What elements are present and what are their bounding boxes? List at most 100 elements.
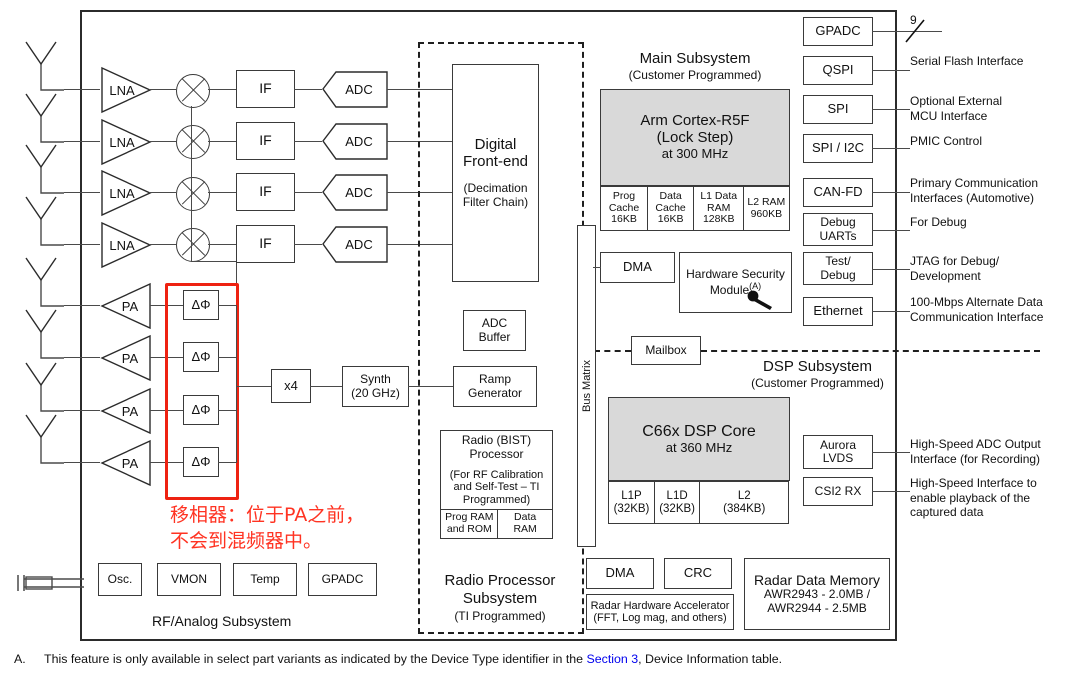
wire-peripheral-qspi (872, 70, 910, 72)
mem-line3: 16KB (611, 213, 637, 226)
adc-buffer-line2: Buffer (478, 329, 511, 344)
peripheral-desc-ethernet: 100-Mbps Alternate Data Communication In… (910, 295, 1043, 324)
r5f-mem-l1-data-ram: L1 Data RAM 128KB (693, 186, 745, 231)
bist-mem-line2: RAM (513, 523, 537, 535)
wire-busmatrix-dma (593, 267, 601, 269)
bist-mem-line2: and ROM (446, 523, 492, 535)
peripheral-desc-test-debug: JTAG for Debug/ Development (910, 254, 999, 283)
bus-width-label-9: 9 (910, 13, 917, 27)
footnote-link[interactable]: Section 3 (586, 652, 639, 666)
r5f-memory-row: Prog Cache 16KB Data Cache 16KB L1 Data … (600, 186, 790, 231)
if-label: IF (259, 235, 272, 252)
wire-peripheral-test-debug (872, 269, 910, 271)
digital-front-end-block: Digital Front-end (Decimation Filter Cha… (452, 64, 539, 282)
dsp-core-line2: at 360 MHz (665, 439, 733, 455)
phase-shifter-4: ΔΦ (183, 447, 219, 477)
mem-line1: L1D (666, 489, 688, 502)
desc-line: 100-Mbps Alternate Data (910, 295, 1043, 309)
antenna-rx-4 (25, 196, 64, 246)
bus-width-marker-9 (905, 19, 925, 43)
bist-mem-line1: Data (514, 511, 537, 524)
r5f-mem-l2-ram: L2 RAM 960KB (742, 186, 790, 231)
if-block-3: IF (236, 173, 295, 211)
radio-bist-processor-block: Radio (BIST) Processor (For RF Calibrati… (440, 430, 553, 510)
wire-lna-mixer-1 (149, 89, 176, 91)
wire-adc-dfe-2 (387, 141, 454, 143)
wire-peripheral-ethernet (872, 311, 910, 313)
mailbox-label: Mailbox (645, 342, 687, 357)
rf-analog-label: RF/Analog Subsystem (152, 613, 292, 629)
mixer-3 (176, 177, 210, 211)
mem-line1: L1 Data (700, 189, 738, 202)
synth-label-line1: Synth (360, 372, 391, 387)
footnote-part1: This feature is only available in select… (44, 652, 587, 666)
lna-triangle-2 (101, 118, 152, 166)
main-dma-block: DMA (600, 252, 675, 283)
peripheral-desc-qspi: Serial Flash Interface (910, 54, 1023, 69)
bus-matrix-block: Bus Matrix (577, 225, 596, 547)
wire-mixer-if-2 (208, 141, 236, 143)
footnote: A. This feature is only available in sele… (14, 652, 1064, 666)
wire-ant-lna-2 (64, 141, 100, 143)
dfe-line1: Digital (474, 135, 517, 153)
pa-label-3: PA (121, 403, 139, 419)
gpadc-analog-block: GPADC (308, 563, 377, 596)
phase-shifter-highlight-box (165, 283, 239, 500)
phase-shifter-label: ΔΦ (191, 296, 211, 312)
wire-peripheral-spi-i2c (872, 148, 910, 150)
wire-ps-bus-2 (218, 357, 237, 359)
mem-line1: L2 RAM (747, 195, 786, 208)
vmon-label: VMON (171, 571, 207, 586)
peripheral-label-line1: Debug (820, 215, 856, 230)
wire-ps-bus-3 (218, 410, 237, 412)
mem-line2: Cache (608, 201, 640, 214)
wire-ant-pa-2 (64, 357, 100, 359)
antenna-rx-2 (25, 93, 64, 143)
footnote-letter: A. (14, 652, 26, 666)
if-label: IF (259, 183, 272, 200)
dsp-dma-label: DMA (605, 565, 635, 581)
desc-line: For Debug (910, 215, 967, 229)
wire-peripheral-csi2 (872, 491, 910, 493)
phase-shifter-2: ΔΦ (183, 342, 219, 372)
footnote-part2: , Device Information table. (638, 652, 783, 666)
lna-label-4: LNA (109, 237, 135, 253)
peripheral-label-line2: LVDS (822, 451, 854, 465)
mixer-4 (176, 228, 210, 262)
mixer-1 (176, 74, 210, 108)
gpadc-label: GPADC (321, 571, 364, 586)
wire-ps-bus-4 (218, 462, 237, 464)
wire-peripheral-can-fd (872, 192, 910, 194)
bist-desc-line3: Programmed) (462, 493, 531, 506)
temp-block: Temp (233, 563, 297, 596)
r5f-line1: Arm Cortex-R5F (640, 112, 750, 130)
wire-if-adc-4 (294, 244, 322, 246)
chip-boundary (80, 10, 897, 641)
wire-tx-lo-bus (236, 305, 238, 463)
peripheral-label: QSPI (822, 62, 854, 78)
wire-lo-feed-h (191, 261, 237, 263)
wire-adc-dfe-1 (387, 89, 454, 91)
wire-mixer-if-3 (208, 192, 236, 194)
bist-mem-prog-rom: Prog RAM and ROM (440, 509, 499, 539)
peripheral-label-line2: Debug (820, 267, 856, 282)
mem-line1: Data (659, 189, 682, 202)
hsm-line2-text: Module (709, 283, 750, 297)
annotation-phase-shifter-note: 移相器：位于PA之前， 不会到混频器中。 (170, 504, 365, 553)
wire-lna-mixer-4 (149, 244, 176, 246)
peripheral-qspi: QSPI (803, 56, 873, 85)
pa-label-2: PA (121, 350, 139, 366)
lna-label-1: LNA (109, 82, 135, 98)
vmon-block: VMON (157, 563, 221, 596)
peripheral-label: SPI / I2C (811, 140, 865, 156)
mem-line2: 960KB (750, 207, 783, 220)
hsm-line1: Hardware Security (686, 266, 785, 281)
wire-ant-lna-3 (64, 192, 100, 194)
dsp-crc-block: CRC (664, 558, 732, 589)
arm-cortex-r5f-core: Arm Cortex-R5F (Lock Step) at 300 MHz (600, 89, 790, 186)
rdm-line3: AWR2944 - 2.5MB (767, 600, 867, 615)
desc-line: captured data (910, 505, 984, 520)
desc-line: Interface (for Recording) (910, 451, 1041, 466)
r5f-mem-data-cache: Data Cache 16KB (646, 186, 695, 231)
